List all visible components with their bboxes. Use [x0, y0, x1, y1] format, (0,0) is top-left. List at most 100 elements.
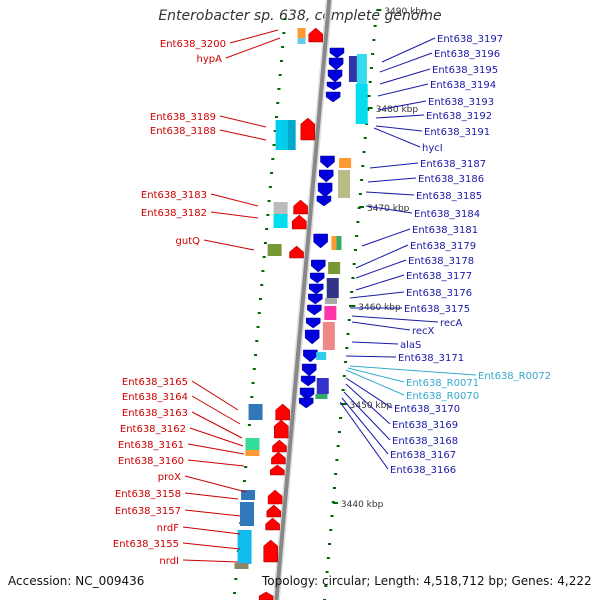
- gene-box: [336, 236, 342, 250]
- tick-mark: [233, 592, 237, 594]
- left-gene-label: gutQ: [176, 236, 201, 247]
- tick-mark: [336, 445, 340, 447]
- reverse-gene-arrow: [308, 283, 324, 295]
- tick-mark: [366, 109, 370, 111]
- label-leader-line: [210, 211, 259, 219]
- gene-box: [297, 38, 306, 44]
- right-gene-label: Ent638_3186: [418, 174, 484, 185]
- right-gene-label: Ent638_3187: [420, 159, 486, 170]
- gene-box: [355, 84, 368, 124]
- tick-mark: [244, 466, 248, 468]
- left-gene-label: Ent638_3158: [115, 489, 181, 500]
- tick-mark: [324, 585, 328, 587]
- left-gene-label: Ent638_3165: [122, 377, 188, 388]
- label-leader-line: [379, 68, 431, 85]
- tick-mark: [350, 291, 354, 293]
- tick-mark: [252, 368, 256, 370]
- tick-mark: [262, 256, 266, 258]
- label-leader-line: [219, 115, 267, 128]
- forward-gene-arrow: [270, 464, 285, 476]
- label-leader-line: [381, 37, 436, 63]
- gene-box: [348, 56, 357, 82]
- left-gene-label: Ent638_3163: [122, 408, 188, 419]
- reverse-gene-arrow: [316, 195, 332, 207]
- tick-mark: [247, 424, 251, 426]
- left-gene-label: Ent638_3161: [118, 440, 184, 451]
- right-gene-label: Ent638_3170: [394, 404, 460, 415]
- tick-mark: [256, 326, 260, 328]
- reverse-gene-arrow: [307, 304, 322, 316]
- left-gene-label: Ent638_3182: [141, 208, 207, 219]
- tick-mark: [325, 571, 329, 573]
- label-leader-line: [345, 377, 393, 409]
- label-leader-line: [349, 365, 477, 376]
- tick-mark: [335, 459, 339, 461]
- reverse-gene-arrow: [308, 293, 323, 305]
- reverse-gene-arrow: [328, 57, 344, 71]
- label-leader-line: [351, 321, 411, 331]
- tick-mark: [283, 18, 287, 20]
- tick-mark: [257, 312, 261, 314]
- right-gene-label: hycI: [422, 143, 443, 154]
- tick-mark: [282, 32, 286, 34]
- label-leader-line: [345, 369, 405, 396]
- label-leader-line: [210, 193, 259, 207]
- label-leader-line: [373, 127, 421, 148]
- label-leader-line: [345, 355, 397, 358]
- right-gene-label: Ent638_3181: [412, 225, 478, 236]
- tick-mark: [368, 81, 372, 83]
- tick-mark: [268, 186, 272, 188]
- tick-mark: [260, 284, 264, 286]
- gene-box: [287, 120, 296, 150]
- tick-mark: [369, 67, 373, 69]
- gene-box: [315, 394, 328, 399]
- label-leader-line: [375, 114, 425, 119]
- right-gene-label: Ent638_3176: [406, 288, 472, 299]
- gene-box: [234, 563, 249, 569]
- right-gene-label: Ent638_R0071: [406, 378, 479, 389]
- tick-mark: [273, 130, 277, 132]
- left-gene-label: Ent638_3162: [120, 424, 186, 435]
- kbp-label: 3450 kbp: [350, 401, 393, 411]
- right-gene-label: Ent638_3196: [434, 49, 500, 60]
- gene-box: [328, 262, 341, 274]
- label-leader-line: [355, 244, 409, 269]
- tick-mark: [267, 200, 271, 202]
- tick-mark: [328, 543, 332, 545]
- reverse-gene-arrow: [303, 349, 318, 363]
- label-leader-line: [182, 559, 239, 563]
- tick-mark: [261, 270, 265, 272]
- label-leader-line: [347, 367, 405, 383]
- kbp-label: 3440 kbp: [341, 500, 384, 510]
- forward-gene-arrow: [293, 199, 308, 215]
- right-gene-label: Ent638_3178: [408, 256, 474, 267]
- right-gene-label: Ent638_3179: [410, 241, 476, 252]
- right-gene-label: Ent638_R0072: [478, 371, 551, 382]
- label-leader-line: [377, 83, 429, 97]
- reverse-gene-arrow: [304, 329, 320, 345]
- tick-mark: [234, 578, 238, 580]
- label-leader-line: [339, 401, 389, 470]
- label-leader-line: [182, 526, 241, 535]
- tick-mark: [352, 263, 356, 265]
- right-gene-label: alaS: [400, 340, 421, 351]
- left-gene-label: nrdF: [157, 523, 180, 534]
- tick-mark: [353, 249, 357, 251]
- reverse-gene-arrow: [309, 272, 325, 284]
- label-leader-line: [189, 427, 244, 447]
- gene-box: [316, 378, 329, 394]
- left-gene-label: Ent638_3155: [113, 539, 179, 550]
- reverse-gene-arrow: [320, 155, 335, 169]
- genome-summary: Topology: circular; Length: 4,518,712 bp…: [262, 574, 592, 588]
- right-gene-label: Ent638_3168: [392, 436, 458, 447]
- tick-mark: [337, 431, 341, 433]
- reverse-gene-arrow: [327, 69, 343, 83]
- tick-mark: [342, 375, 346, 377]
- kbp-tick: [341, 403, 347, 405]
- left-gene-label: Ent638_3160: [118, 456, 184, 467]
- tick-mark: [266, 214, 270, 216]
- gene-box: [241, 490, 256, 500]
- tick-mark: [363, 137, 367, 139]
- gene-box: [324, 306, 337, 320]
